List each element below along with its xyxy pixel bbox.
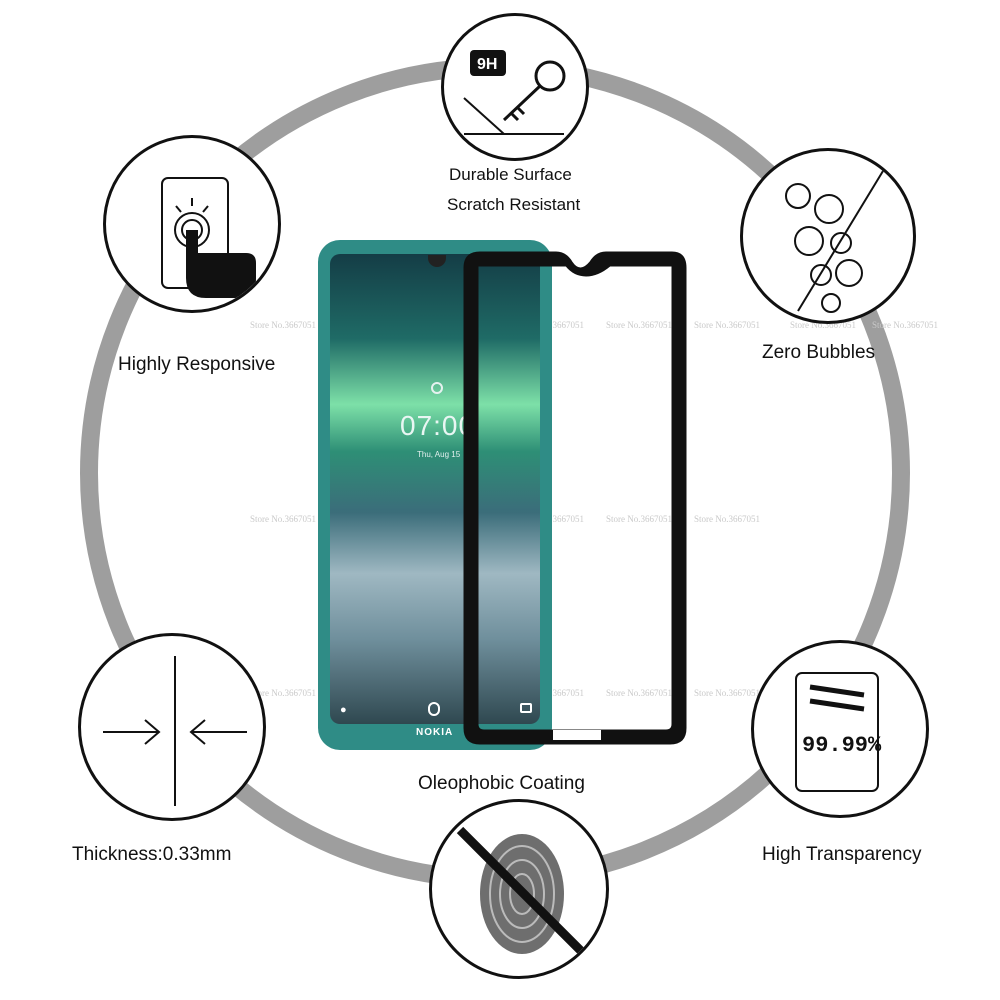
store-watermark: Store No.3667051 <box>790 320 856 330</box>
badge-bubbles <box>740 148 916 324</box>
store-watermark: Store No.3667051 <box>606 688 672 698</box>
fingerprint-icon <box>428 702 440 716</box>
camera-icon <box>520 703 532 713</box>
phone-brand: NOKIA <box>416 727 454 738</box>
lockscreen-date: Thu, Aug 15 <box>417 450 461 459</box>
badge-oleophobic <box>429 799 609 979</box>
badge-transparency: 99.99% <box>751 640 929 818</box>
badge-thickness <box>78 633 266 821</box>
store-watermark: Store No.3667051 <box>606 320 672 330</box>
feature-thickness: Thickness:0.33mm <box>72 844 232 865</box>
feature-zero-bubbles: Zero Bubbles <box>762 342 876 363</box>
feature-highly-responsive: Highly Responsive <box>118 354 276 375</box>
badge-responsive <box>103 135 281 313</box>
lockscreen-time: 07:00 <box>400 410 476 441</box>
camera-notch <box>428 255 446 267</box>
bubbles-icon <box>785 170 884 313</box>
badge-durable: 9H <box>441 13 589 161</box>
store-watermark: Store No.3667051 <box>872 320 938 330</box>
phone-screen <box>330 254 540 724</box>
thickness-arrows-icon <box>103 656 247 806</box>
store-watermark: Store No.3667051 <box>250 320 316 330</box>
store-watermark: Store No.3667051 <box>694 688 760 698</box>
store-watermark: Store No.3667051 <box>250 688 316 698</box>
microphone-icon: ● <box>340 704 347 716</box>
feature-high-transparency: High Transparency <box>762 844 922 865</box>
feature-durable-surface: Durable Surface <box>449 165 572 184</box>
key-scratch-icon: 9H <box>463 50 566 135</box>
store-watermark: Store No.3667051 <box>606 514 672 524</box>
transparency-value: 99.99% <box>802 733 882 758</box>
store-watermark: Store No.3667051 <box>250 514 316 524</box>
lock-icon <box>431 382 443 394</box>
hardness-label: 9H <box>477 56 497 73</box>
no-fingerprint-icon <box>456 826 588 958</box>
store-watermark: Store No.3667051 <box>694 320 760 330</box>
feature-oleophobic-coating: Oleophobic Coating <box>418 773 585 794</box>
store-watermark: Store No.3667051 <box>694 514 760 524</box>
transparency-card-icon: 99.99% <box>795 672 882 792</box>
touch-hand-icon <box>161 177 256 298</box>
feature-scratch-resistant: Scratch Resistant <box>447 195 581 214</box>
